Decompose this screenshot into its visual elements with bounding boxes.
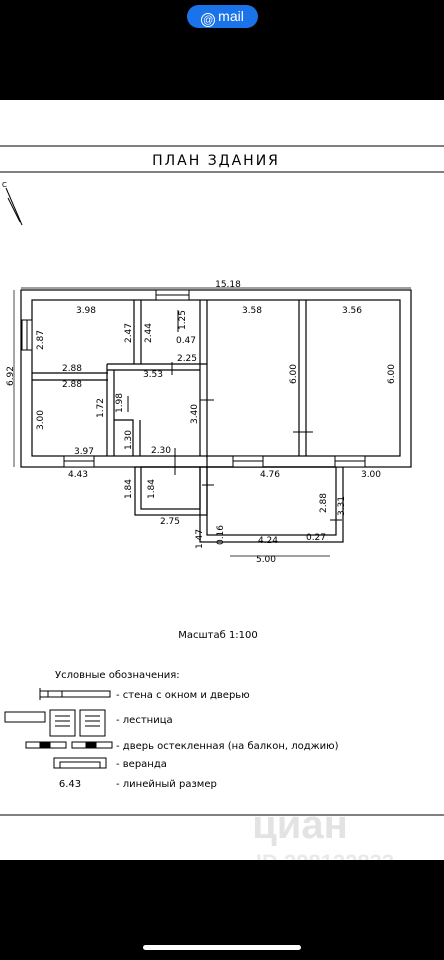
dim-r4-top: 2.88 [62, 380, 82, 390]
windows [21, 289, 366, 468]
mail-badge-label: mail [218, 8, 244, 24]
dim-top-total: 15.18 [215, 280, 241, 290]
dim-r2-side: 6.00 [289, 364, 299, 384]
legend-item-1: - лестница [116, 715, 173, 726]
dim-225: 2.25 [177, 354, 197, 364]
dim-184b: 1.84 [147, 479, 157, 499]
dim-443: 4.43 [68, 470, 88, 480]
dim-230: 2.30 [151, 446, 171, 456]
bottom-bar [0, 860, 444, 960]
dim-r4-bottom: 3.97 [74, 447, 94, 457]
legend-sample-dim: 6.43 [59, 779, 81, 790]
dimension-labels: 15.18 6.92 3.98 2.87 2.47 2.44 1.25 0.47… [6, 280, 397, 565]
building-walls [20, 289, 412, 543]
dim-r3-top: 3.56 [342, 306, 362, 316]
dim-275: 2.75 [160, 517, 180, 527]
dim-331: 3.31 [337, 496, 347, 516]
home-indicator[interactable] [143, 945, 301, 950]
dim-r4-side: 3.00 [36, 410, 46, 430]
dim-340: 3.40 [190, 404, 200, 424]
dim-r1-side: 2.87 [36, 330, 46, 350]
dim-424: 4.24 [258, 536, 278, 546]
legend-veranda-icon [53, 757, 107, 769]
dim-027: 0.27 [306, 533, 326, 543]
dim-130: 1.30 [124, 430, 134, 450]
dim-r2-top: 3.58 [242, 306, 262, 316]
legend-item-2: - дверь остекленная (на балкон, лоджию) [116, 741, 339, 752]
legend-stairs-icon [4, 709, 106, 737]
dim-172: 1.72 [96, 398, 106, 418]
dim-500: 5.00 [256, 555, 276, 565]
scale-label: Масштаб 1:100 [178, 630, 258, 641]
dim-147: 1.47 [195, 529, 205, 549]
dim-353: 3.53 [143, 370, 163, 380]
dim-left-total: 6.92 [6, 366, 16, 386]
legend-item-4: - линейный размер [116, 779, 217, 790]
mail-badge[interactable]: @mail [187, 5, 258, 28]
svg-text:С: С [2, 181, 7, 189]
dim-r1-top: 3.98 [76, 306, 96, 316]
dim-288: 2.88 [319, 493, 329, 513]
legend-glazed-door-icon [25, 741, 113, 749]
north-arrow-icon: С [2, 181, 23, 226]
dim-047: 0.47 [176, 336, 196, 346]
plan-sheet [0, 100, 444, 860]
dim-198: 1.98 [115, 393, 125, 413]
plan-title: ПЛАН ЗДАНИЯ [152, 153, 280, 169]
legend-wall-symbol-icon [39, 688, 111, 700]
dim-247: 2.47 [124, 323, 134, 343]
legend-heading: Условные обозначения: [55, 670, 180, 681]
dim-184a: 1.84 [124, 479, 134, 499]
dim-r3-side: 6.00 [387, 364, 397, 384]
legend-item-0: - стена с окном и дверью [116, 690, 250, 701]
dim-300: 3.00 [361, 470, 381, 480]
legend-item-3: - веранда [116, 759, 167, 770]
dim-016: 0.16 [216, 525, 226, 545]
dim-125: 1.25 [178, 310, 188, 330]
dimension-lines [13, 287, 411, 557]
doors [127, 310, 342, 521]
watermark-brand: циан [252, 803, 348, 847]
at-icon: @ [201, 13, 216, 27]
dim-476: 4.76 [260, 470, 280, 480]
dim-r1-bottom: 2.88 [62, 364, 82, 374]
dim-244: 2.44 [144, 323, 154, 343]
